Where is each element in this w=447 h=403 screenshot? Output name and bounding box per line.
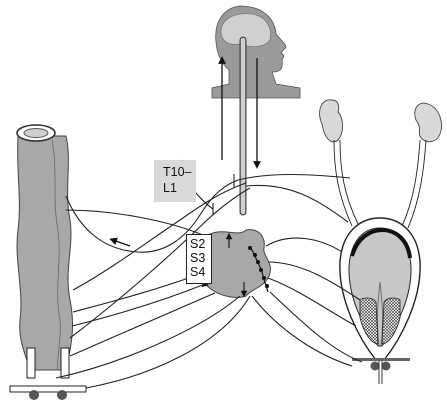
sacral-label-s2: S2 — [190, 238, 205, 251]
thoracolumbar-label-top: T10– — [163, 166, 192, 179]
thoracolumbar-label-bottom: L1 — [163, 182, 177, 195]
sacral-label-s3: S3 — [190, 252, 205, 265]
right-ureter — [402, 140, 426, 228]
colon — [17, 125, 73, 370]
bladder — [340, 218, 420, 360]
left-kidney — [320, 100, 343, 142]
sacral-label-s4: S4 — [190, 266, 205, 279]
left-ureter — [334, 140, 358, 226]
right-kidney — [415, 103, 442, 142]
efferent-arrow — [113, 240, 130, 246]
